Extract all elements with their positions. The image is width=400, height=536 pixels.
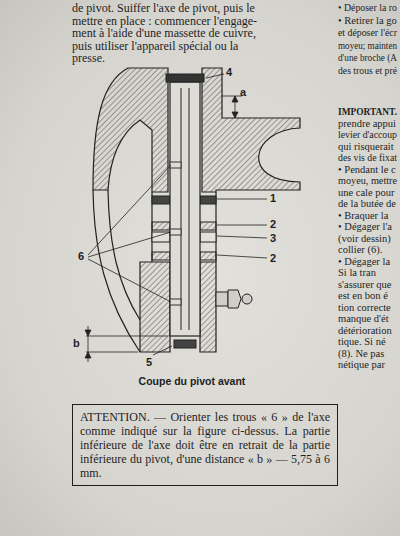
leader-lines	[88, 232, 171, 257]
leader-lines	[217, 236, 267, 238]
body-text: ment à l'aide d'une massette de cuivre,	[72, 27, 256, 40]
pivot-pin	[170, 82, 200, 336]
body-text: • Pendant le c	[338, 164, 396, 176]
callout-number: 2	[270, 218, 276, 230]
body-text: des vis de fixat	[338, 152, 397, 164]
callout-number: 1	[270, 192, 276, 204]
body-text: manque d'ét	[338, 313, 389, 325]
pivot-pin	[170, 299, 181, 305]
body-text: • Braquer la	[338, 210, 388, 222]
leader-lines	[88, 259, 171, 302]
body-text: prendre appui	[338, 118, 396, 130]
note-box: ATTENTION. — Orienter les trous « 6 » de…	[72, 404, 338, 486]
dimension-lines	[85, 96, 242, 362]
body-text: • Dégager l'a	[338, 221, 392, 233]
casting	[200, 262, 216, 352]
body-text: de pivot. Suiffer l'axe de pivot, puis l…	[72, 2, 255, 15]
body-text: collier (6).	[338, 244, 382, 256]
dimension-lines	[86, 352, 138, 353]
leader-lines	[217, 225, 267, 226]
grease-nipple	[242, 294, 252, 304]
body-text: est en bon é	[338, 290, 388, 302]
bushings	[200, 196, 216, 204]
casting	[93, 68, 300, 352]
body-text: levier d'accoup	[338, 129, 397, 141]
pivot-pin	[189, 88, 190, 330]
leader-lines	[206, 74, 224, 78]
body-text: tique. Si né	[338, 336, 386, 348]
grease-nipple	[216, 290, 252, 308]
callout-number: 4	[226, 66, 232, 78]
dimension-lines	[85, 330, 91, 336]
top-cap	[166, 74, 204, 82]
figure-caption: Coupe du pivot avant	[139, 375, 246, 387]
body-text: moyeu; mainten	[338, 40, 397, 52]
pivot-pin	[170, 229, 181, 235]
bushings	[200, 222, 216, 230]
bushings	[200, 232, 216, 242]
leader-lines	[153, 346, 172, 355]
dimension-lines	[86, 336, 168, 337]
body-text: qui risquerait	[338, 141, 394, 153]
body-text: nétique par	[338, 359, 385, 371]
casting	[140, 262, 170, 352]
leader-lines	[217, 199, 267, 200]
callout-number: 6	[78, 250, 84, 262]
dimension-lines	[222, 96, 242, 97]
callout-number: a	[240, 86, 246, 98]
leader-lines	[217, 255, 267, 258]
casting	[93, 68, 168, 192]
housing-outline	[108, 190, 140, 320]
pivot-pin	[181, 88, 182, 330]
body-text: Si la tran	[338, 267, 376, 279]
note-text: ATTENTION. — Orienter les trous « 6 » de…	[80, 410, 330, 480]
body-text: puis utiliser l'appareil spécial ou la	[72, 40, 238, 53]
leader-lines	[88, 165, 171, 255]
body-text: moyeu, mettre	[338, 175, 397, 187]
grease-nipple	[216, 292, 228, 306]
body-text: d'une broche (A	[338, 52, 397, 64]
casting	[202, 68, 300, 192]
body-text: tion correcte	[338, 302, 391, 314]
body-text: • Dégager la	[338, 256, 390, 268]
callout-number: 5	[146, 356, 152, 368]
bushings	[200, 252, 216, 260]
bushings	[152, 222, 170, 230]
body-text: des trous et pré	[338, 65, 397, 77]
bushings	[152, 196, 170, 204]
body-text: • Retirer la go	[338, 15, 397, 27]
body-text: presse.	[72, 52, 105, 65]
bottom-plug	[174, 340, 196, 348]
bushings	[152, 252, 170, 260]
body-text: (8). Ne pas	[338, 348, 384, 360]
body-text: s'assurer que	[338, 279, 392, 291]
body-text: et déposer l'écr	[338, 27, 397, 39]
section-heading: IMPORTANT.	[338, 106, 397, 118]
body-text: mettre en place : commencer l'engage-	[72, 15, 257, 28]
callout-number: 3	[270, 232, 276, 244]
body-text: • Déposer la ro	[338, 2, 397, 14]
body-text: (voir dessin)	[338, 233, 391, 245]
body-text: une cale pour	[338, 187, 395, 199]
housing-outline	[93, 190, 140, 352]
callout-number: 2	[270, 252, 276, 264]
pivot-pin	[170, 82, 200, 336]
pivot-pin	[170, 162, 181, 168]
body-text: de la butée de	[338, 198, 396, 210]
callout-number: b	[73, 337, 80, 349]
grease-nipple	[228, 290, 241, 308]
body-text: détérioration	[338, 325, 392, 337]
dimension-lines	[232, 96, 238, 102]
dimension-lines	[85, 352, 91, 358]
leader-lines	[88, 74, 267, 355]
dimension-lines	[232, 112, 238, 118]
